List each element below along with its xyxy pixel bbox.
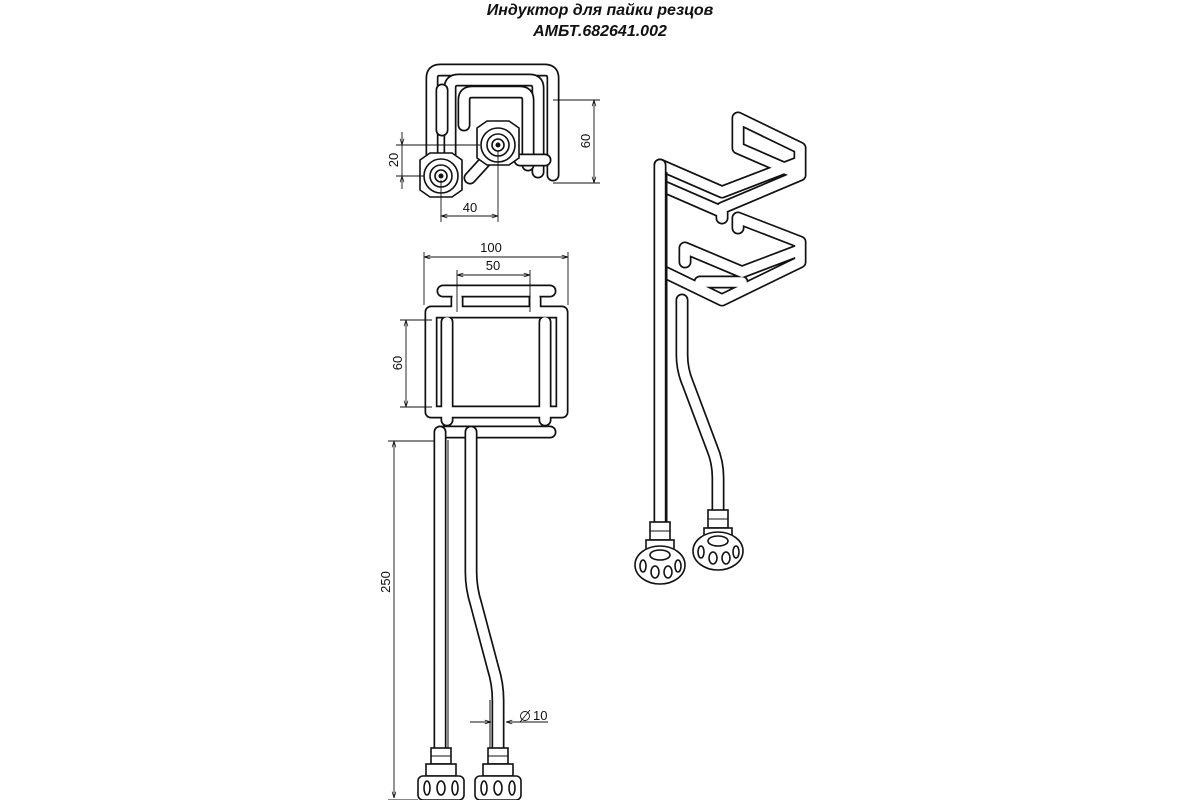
dimension-front-width: 100	[423, 240, 569, 305]
dimension-lead-length: 250	[378, 440, 434, 800]
drawing-title: Индуктор для пайки резцов АМБТ.682641.00…	[0, 0, 1200, 42]
connector-nut-right	[476, 120, 520, 166]
dimension-front-height: 60	[390, 319, 432, 408]
isometric-view	[634, 111, 807, 585]
title-name: Индуктор для пайки резцов	[486, 2, 714, 19]
isometric-coil	[653, 111, 807, 307]
dimension-front-inner-width: 50	[456, 258, 531, 312]
front-connector-right	[474, 747, 522, 800]
dimension-top-offset: 20	[386, 132, 480, 189]
dimension-top-spacing: 40	[440, 150, 499, 222]
dim-label-top-offset: 20	[386, 153, 401, 167]
dim-label-front-width: 100	[480, 240, 502, 255]
dim-label-top-height: 60	[578, 134, 593, 148]
dim-label-tube-diameter: 10	[533, 708, 547, 723]
diameter-icon	[519, 709, 531, 723]
dim-label-lead-length: 250	[378, 571, 393, 593]
iso-connector-left	[634, 521, 686, 585]
dim-label-top-spacing: 40	[463, 200, 477, 215]
front-view: 100 50 60 250 10	[378, 240, 569, 800]
front-connector-left	[417, 747, 465, 800]
dim-label-front-height: 60	[390, 356, 405, 370]
iso-connector-right	[692, 509, 744, 571]
front-view-coil	[424, 284, 569, 439]
dimension-top-height: 60	[553, 99, 600, 184]
top-view: 60 20 40	[386, 63, 600, 222]
front-view-leads	[433, 425, 505, 759]
isometric-leads	[653, 158, 725, 547]
connector-nut-left	[419, 152, 463, 198]
dimension-tube-diameter: 10	[470, 708, 548, 723]
dim-label-front-inner-width: 50	[486, 258, 500, 273]
title-code: АМБТ.682641.002	[533, 23, 667, 40]
